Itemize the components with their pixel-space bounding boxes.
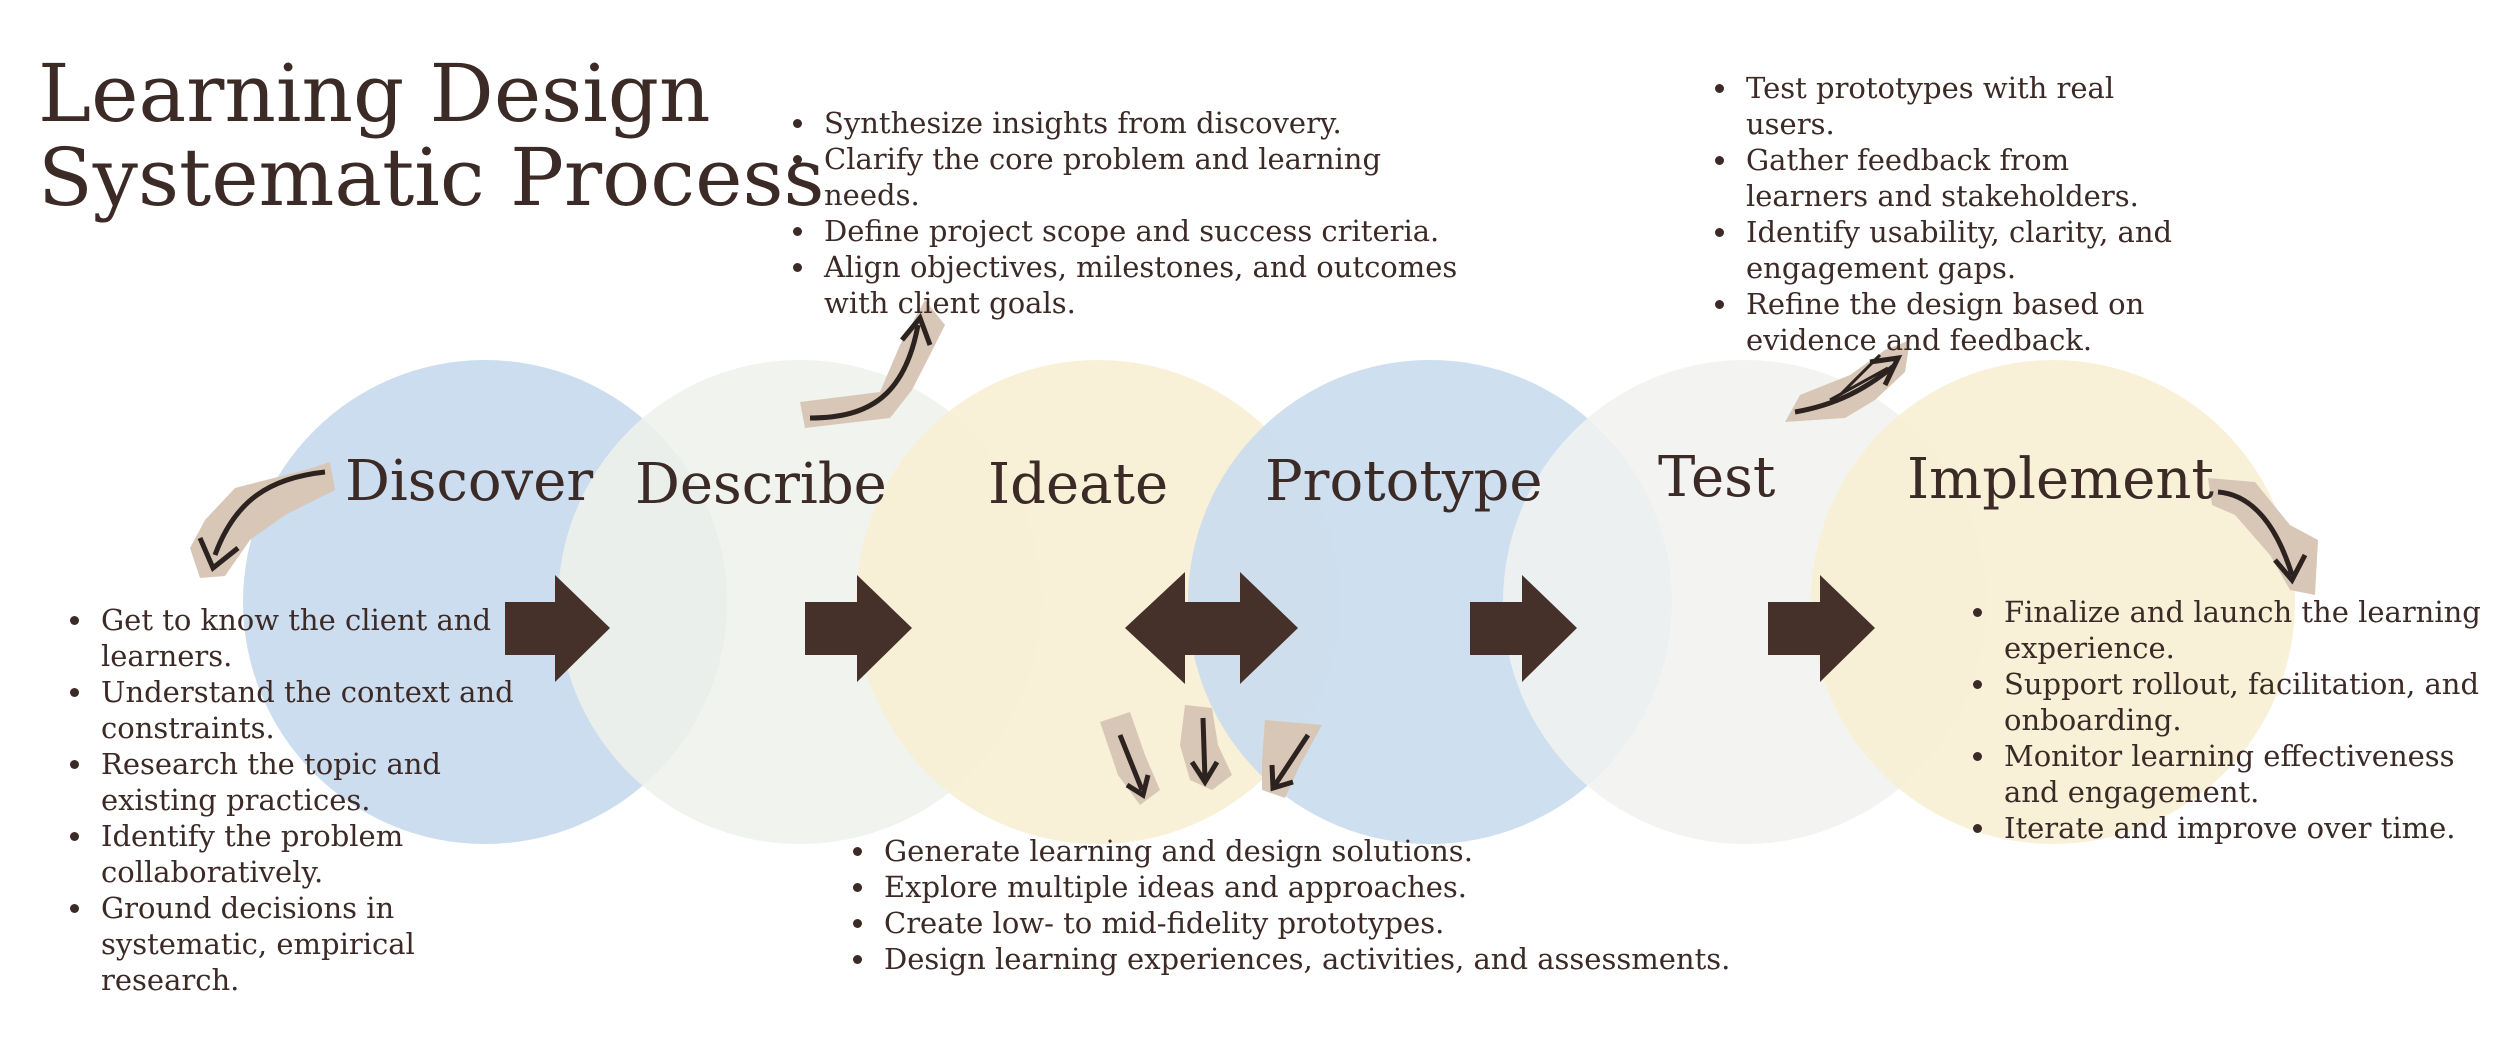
list-item: Refine the design based on evidence and … [1740,286,2200,358]
stage-label-implement: Implement [1907,447,2214,512]
list-item: Design learning experiences, activities,… [878,941,1778,977]
list-item: Gather feedback from learners and stakeh… [1740,142,2200,214]
list-item: Define project scope and success criteri… [818,213,1468,249]
ideate-circle [856,360,1340,844]
list-item: Explore multiple ideas and approaches. [878,869,1778,905]
curved-arrow-icon-implement [2208,478,2318,595]
stage-label-test: Test [1658,445,1776,510]
implement-bullets: Finalize and launch the learning experie… [1958,594,2498,846]
list-item: Understand the context and constraints. [95,674,545,746]
list-item: Get to know the client and learners. [95,602,545,674]
list-item: Test prototypes with real users. [1740,70,2200,142]
stage-label-ideate: Ideate [988,452,1169,517]
list-item: Identify the problem collaboratively. [95,818,545,890]
stage-label-discover: Discover [345,449,594,514]
arrow-describe-ideate [805,575,912,682]
curved-arrow-icon-test [1785,340,1910,422]
list-item: Identify usability, clarity, and engagem… [1740,214,2200,286]
list-item: Iterate and improve over time. [1998,810,2498,846]
discover-bullets: Get to know the client and learners. Und… [55,602,545,998]
down-arrow-icons-ideate [1100,705,1322,805]
stage-label-prototype: Prototype [1265,449,1543,514]
list-item: Ground decisions in systematic, empirica… [95,890,545,998]
page-title: Learning Design Systematic Process [38,52,825,220]
describe-bullets: Synthesize insights from discovery. Clar… [778,105,1468,321]
list-item: Support rollout, facilitation, and onboa… [1998,666,2498,738]
ideate-bullets: Generate learning and design solutions. … [838,833,1778,977]
stage-label-describe: Describe [635,452,887,517]
list-item: Monitor learning effectiveness and engag… [1998,738,2498,810]
list-item: Align objectives, milestones, and outcom… [818,249,1468,321]
list-item: Generate learning and design solutions. [878,833,1778,869]
arrow-prototype-test [1470,575,1577,682]
list-item: Create low- to mid-fidelity prototypes. [878,905,1778,941]
title-line-1: Learning Design [38,47,711,140]
title-line-2: Systematic Process [38,131,825,224]
test-bullets: Test prototypes with real users. Gather … [1700,70,2200,358]
list-item: Finalize and launch the learning experie… [1998,594,2498,666]
list-item: Synthesize insights from discovery. [818,105,1468,141]
arrow-discover-describe [505,575,610,682]
curved-arrow-icon-describe [800,300,945,428]
arrow-ideate-prototype-bidirectional [1125,572,1298,684]
list-item: Clarify the core problem and learning ne… [818,141,1468,213]
curved-arrow-icon-discover [190,462,335,578]
list-item: Research the topic and existing practice… [95,746,545,818]
implement-circle [1811,360,2295,844]
arrow-test-implement [1768,575,1875,682]
